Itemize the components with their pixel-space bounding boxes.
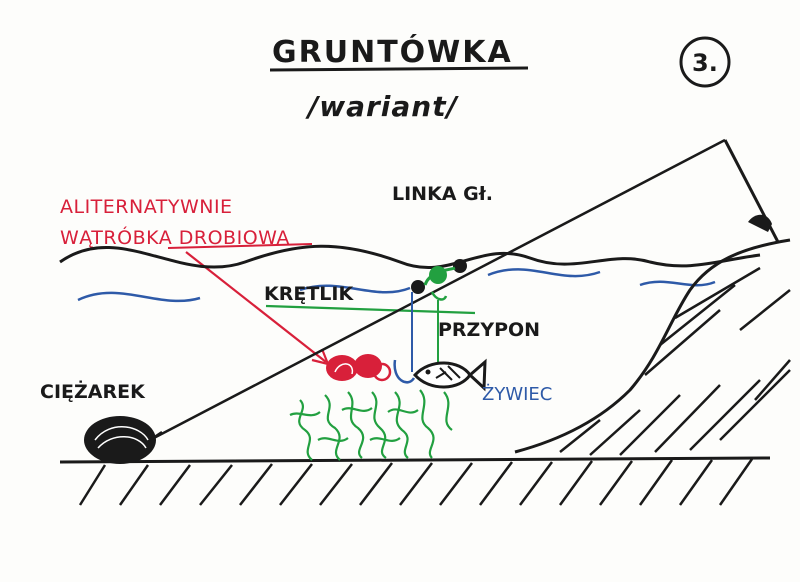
- hook-icon: [393, 359, 416, 384]
- swivel-pointer-line: [265, 304, 476, 315]
- live-bait-label: ŻYWIEC: [482, 384, 552, 405]
- swivel-label: KRĘTLIK: [264, 283, 354, 305]
- fish-icon: [412, 358, 487, 392]
- main-fishing-line: [149, 138, 726, 442]
- badge-number: 3.: [692, 49, 718, 77]
- water-wave-blue-2: [299, 284, 411, 294]
- diagram-title: GRUNTÓWKA: [272, 33, 513, 70]
- weed-icon: [289, 389, 453, 461]
- water-wave-blue-4: [639, 280, 716, 287]
- water-wave-blue-1: [77, 291, 201, 303]
- bottom-line: [59, 456, 771, 464]
- alternative-underline: [167, 243, 313, 249]
- water-wave-blue-3: [487, 268, 601, 278]
- main-line-label: LINKA Gł.: [392, 183, 493, 205]
- alternative-pointer-arrow: [185, 251, 327, 363]
- shore-outline: [514, 238, 791, 454]
- bottom-hatching: [78, 458, 754, 506]
- alternative-label-line1: ALITERNATYWNIE: [60, 196, 233, 218]
- title-underline: [269, 66, 529, 72]
- leader-label: PRZYPON: [438, 319, 540, 341]
- badge-circle: [679, 36, 731, 88]
- diagram-subtitle: /wariant/: [305, 90, 460, 123]
- water-surface-line: [59, 244, 761, 269]
- rod-tip-icon: [748, 214, 772, 232]
- shore-hatching: [559, 266, 791, 456]
- sinker-icon: [84, 416, 163, 464]
- weight-label: CIĘŻAREK: [40, 379, 146, 403]
- number-badge: 3.: [679, 36, 731, 88]
- swivel-knot-icon: [411, 259, 467, 301]
- liver-bait-icon: [326, 354, 392, 382]
